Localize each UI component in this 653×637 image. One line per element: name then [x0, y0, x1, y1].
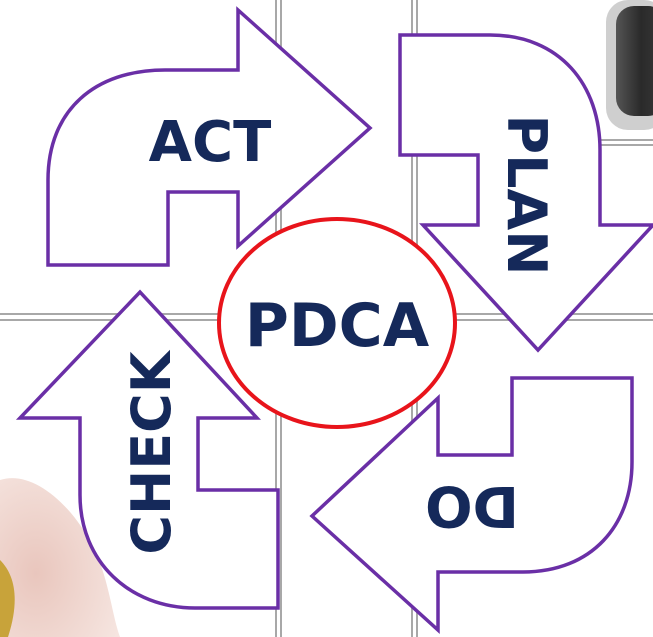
- pdca-center-label: PDCA: [245, 291, 430, 361]
- do-label: DO: [425, 473, 519, 538]
- check-arrow-shape: [15, 289, 280, 610]
- plan-label: PLAN: [495, 115, 558, 276]
- device-image: [606, 0, 653, 130]
- check-label: CHECK: [120, 349, 183, 554]
- pdca-center-ellipse: [217, 217, 457, 429]
- hand-image: [0, 478, 120, 637]
- act-arrow-shape: [46, 6, 373, 267]
- do-arrow-shape: [309, 376, 634, 634]
- plan-arrow-shape: [398, 33, 653, 353]
- act-label: ACT: [149, 110, 272, 175]
